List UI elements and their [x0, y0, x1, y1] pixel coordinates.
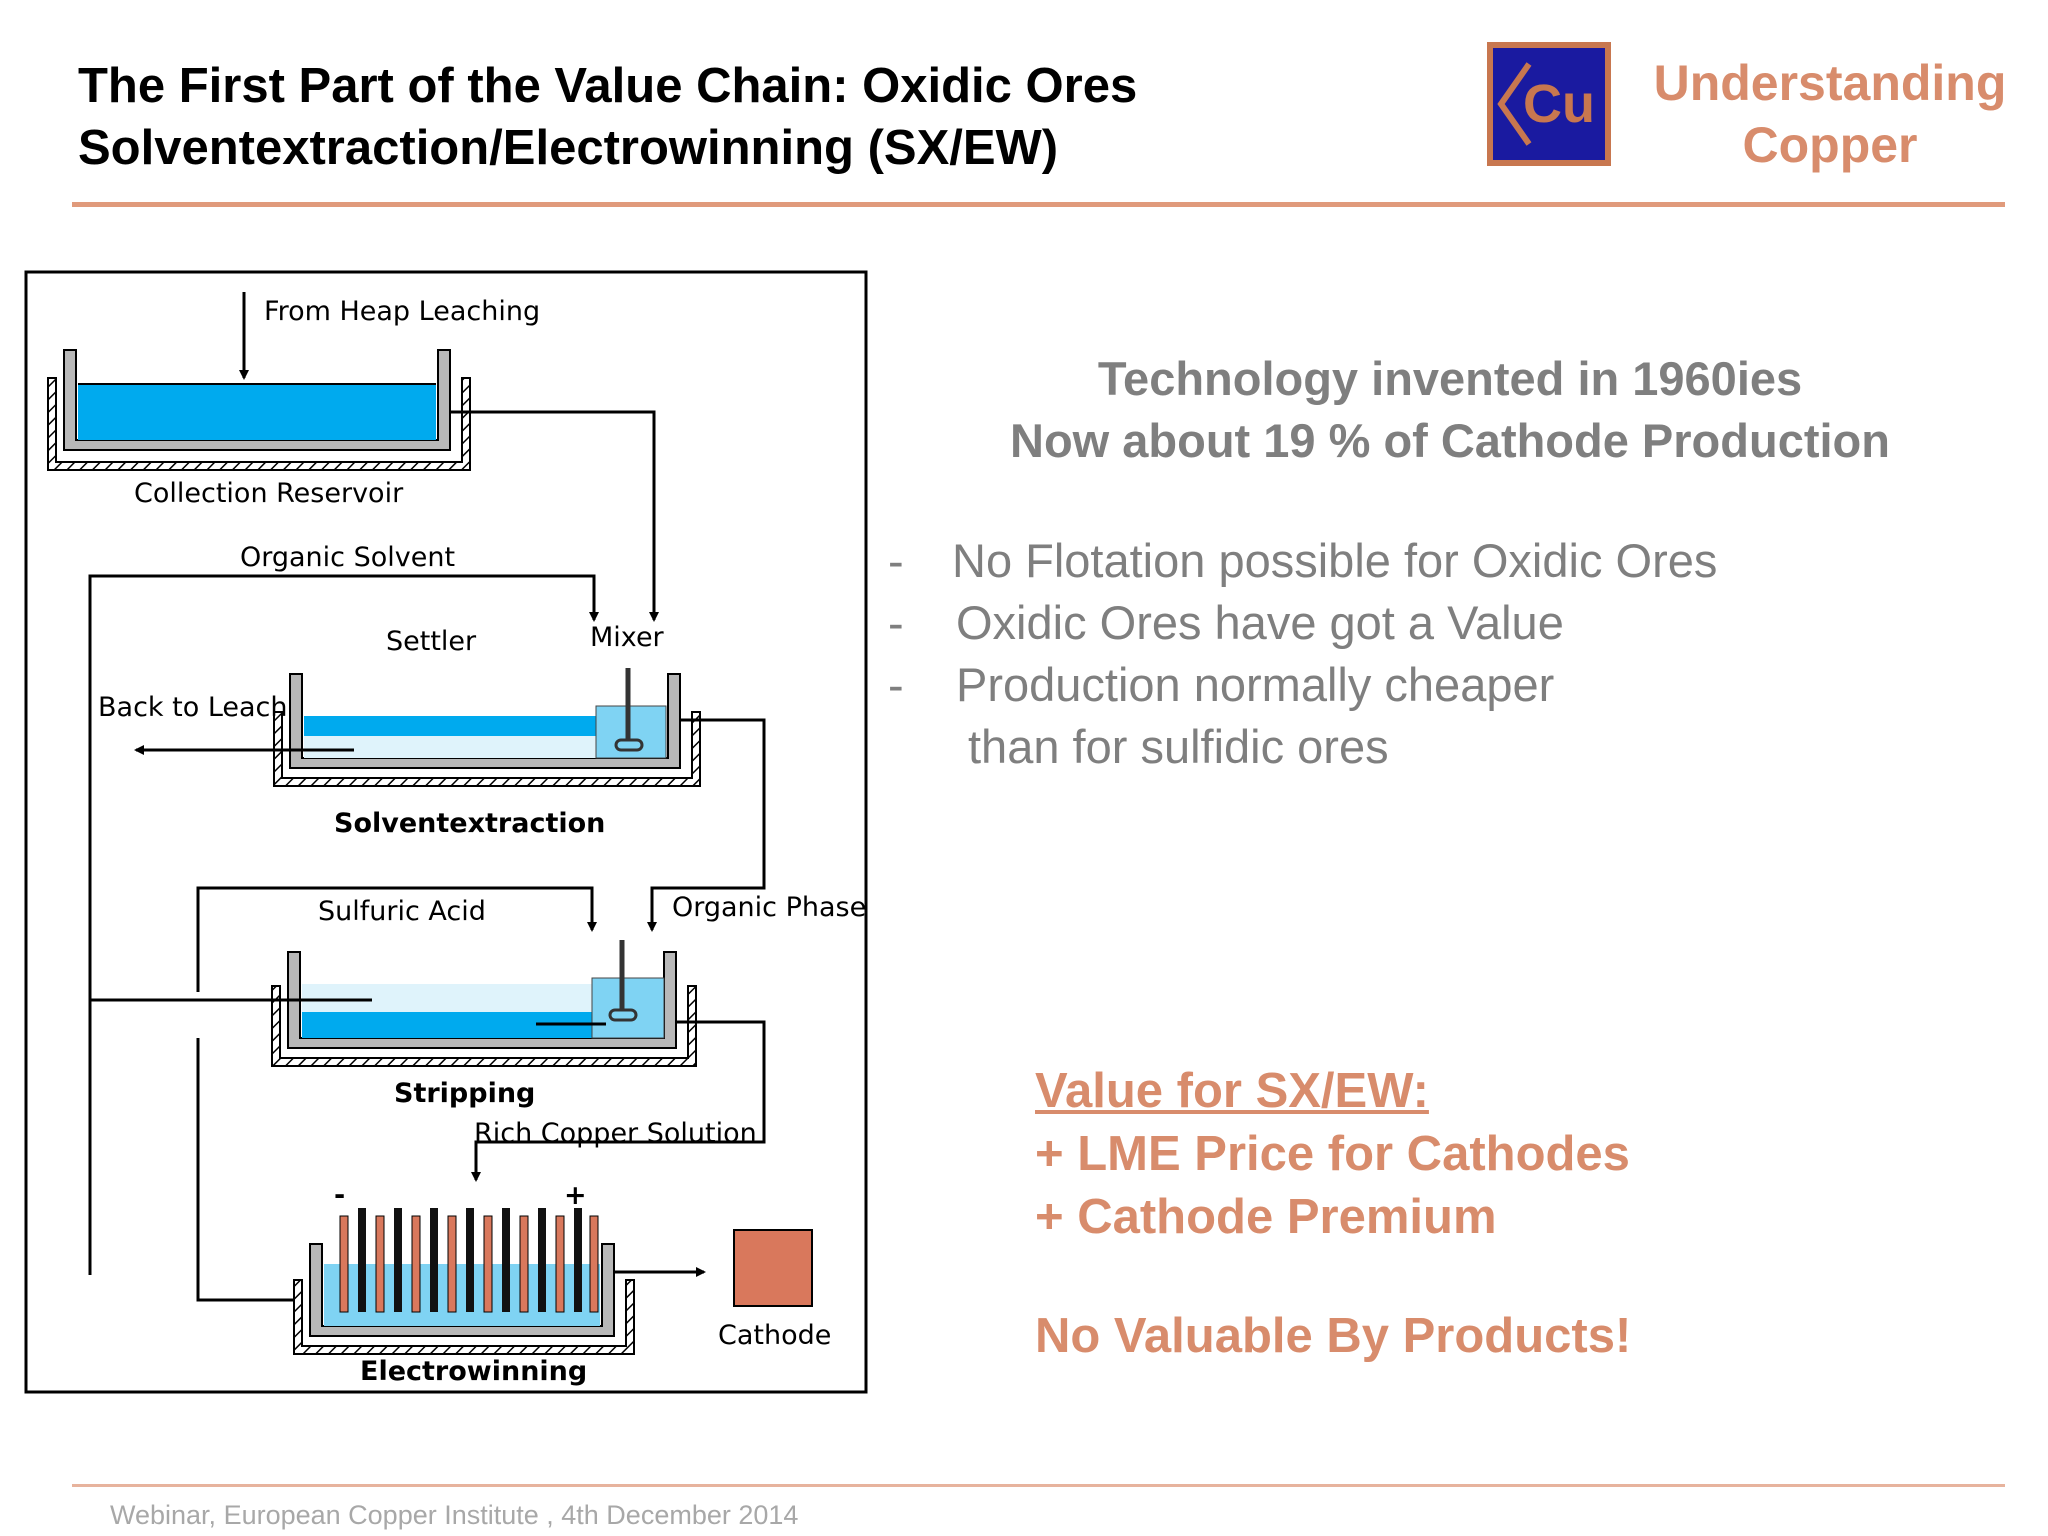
title-line-2: Solventextraction/Electrowinning (SX/EW)	[78, 121, 1059, 175]
bullet-text: than for sulfidic ores	[968, 720, 1389, 773]
bullet-text: No Flotation possible for Oxidic Ores	[952, 534, 1718, 587]
label-back-to-leach: Back to Leach	[98, 692, 288, 723]
value-item-premium: + Cathode Premium	[1035, 1190, 1497, 1244]
cu-logo: Cu	[1487, 42, 1611, 166]
label-cathode: Cathode	[718, 1320, 831, 1351]
label-organic-phase: Organic Phase	[672, 892, 866, 923]
bullet-text: Production normally cheaper	[956, 658, 1555, 711]
bullet-text: Oxidic Ores have got a Value	[956, 596, 1564, 649]
label-settler: Settler	[386, 626, 477, 657]
label-minus: -	[334, 1180, 345, 1211]
stripping-tank	[271, 940, 697, 1067]
bullet-dash: -	[888, 658, 904, 711]
logo-text: Cu	[1523, 74, 1595, 134]
value-section: Value for SX/EW: + LME Price for Cathode…	[1035, 1060, 1630, 1249]
label-rich-copper-solution: Rich Copper Solution	[474, 1118, 757, 1149]
label-organic-solvent: Organic Solvent	[240, 542, 455, 573]
electrowinning-tank	[293, 1208, 635, 1355]
value-title: Value for SX/EW:	[1035, 1064, 1429, 1118]
label-from-heap-leaching: From Heap Leaching	[264, 296, 540, 327]
bullet-dash: -	[888, 534, 904, 587]
label-solventextraction: Solventextraction	[334, 808, 605, 839]
headline-line-1: Technology invented in 1960ies	[1097, 352, 1803, 405]
list-item: - Oxidic Ores have got a Value	[880, 592, 1980, 654]
title-line-1: The First Part of the Value Chain: Oxidi…	[78, 59, 1138, 113]
no-byproducts-note: No Valuable By Products!	[1035, 1309, 1632, 1363]
footer-divider	[72, 1484, 2005, 1487]
brand-name: Understanding Copper	[1630, 52, 2030, 176]
diagram-frame	[24, 270, 868, 1394]
sxew-process-diagram: From Heap Leaching Collection Reservoir …	[24, 270, 868, 1394]
collection-reservoir	[47, 349, 471, 471]
electrode-plates	[339, 1208, 599, 1313]
brand-line-1: Understanding	[1653, 55, 2007, 111]
value-item-lme: + LME Price for Cathodes	[1035, 1127, 1630, 1181]
headline-line-2: Now about 19 % of Cathode Production	[1010, 414, 1890, 467]
label-plus: +	[564, 1180, 587, 1211]
footer-text: Webinar, European Copper Institute , 4th…	[110, 1500, 799, 1530]
solventextraction-tank	[273, 668, 701, 787]
list-item: - No Flotation possible for Oxidic Ores	[880, 530, 1980, 592]
bullet-dash: -	[888, 596, 904, 649]
page-title: The First Part of the Value Chain: Oxidi…	[78, 55, 1137, 179]
brand-line-2: Copper	[1742, 117, 1918, 173]
label-mixer: Mixer	[590, 622, 665, 653]
header-divider	[72, 202, 2005, 207]
bullet-list: - No Flotation possible for Oxidic Ores …	[880, 530, 1980, 778]
cathode-block	[733, 1229, 813, 1307]
label-stripping: Stripping	[394, 1078, 535, 1109]
label-collection-reservoir: Collection Reservoir	[134, 478, 404, 509]
list-item: - Production normally cheaper	[880, 654, 1980, 716]
label-sulfuric-acid: Sulfuric Acid	[318, 896, 486, 927]
list-item-continuation: than for sulfidic ores	[880, 716, 1980, 778]
label-electrowinning: Electrowinning	[360, 1356, 587, 1387]
headline: Technology invented in 1960ies Now about…	[900, 348, 2000, 472]
